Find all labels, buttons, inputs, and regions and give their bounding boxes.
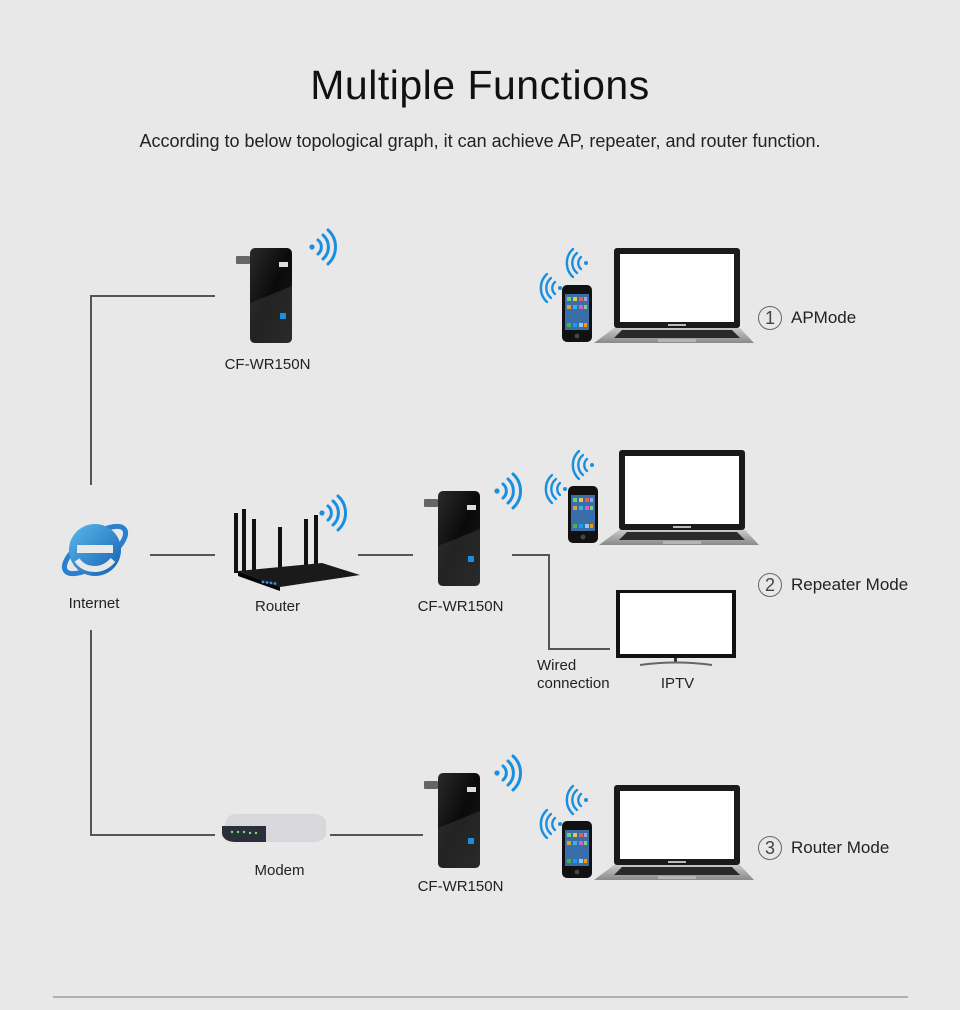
laptop-icon [594, 785, 754, 880]
mode-number-badge: 1 [758, 306, 782, 330]
wifi-repeater-icon [424, 491, 480, 586]
modem-label: Modem [254, 862, 305, 879]
mode-number-badge: 2 [758, 573, 782, 597]
device-ap-label: CF-WR150N [224, 356, 311, 373]
iptv-label: IPTV [660, 675, 695, 692]
wireless-router-icon [234, 509, 360, 591]
connector-repeater-to-iptv-h1 [512, 554, 549, 556]
wifi-signal-icon [317, 494, 348, 532]
laptop-icon [599, 450, 759, 545]
connector-internet-to-router [150, 554, 215, 556]
page-subtitle: According to below topological graph, it… [139, 131, 821, 151]
mode-repeater: 2 Repeater Mode [758, 573, 908, 597]
tv-icon [616, 590, 736, 666]
mode-number-badge: 3 [758, 836, 782, 860]
device-router-label: CF-WR150N [417, 878, 504, 895]
connector-router-to-repeater [358, 554, 413, 556]
wifi-signal-icon [544, 473, 569, 505]
mode-router: 3 Router Mode [758, 836, 889, 860]
device-repeater-label: CF-WR150N [417, 598, 504, 615]
wifi-signal-icon [539, 808, 564, 840]
internet-explorer-icon [61, 523, 129, 577]
connector-internet-to-modem-horizontal [90, 834, 215, 836]
internet-label: Internet [68, 595, 120, 612]
wifi-signal-icon [307, 228, 338, 266]
router-label: Router [254, 598, 301, 615]
wired-label-line2: connection [537, 675, 610, 692]
wifi-signal-icon [492, 754, 523, 792]
mode-ap: 1 APMode [758, 306, 856, 330]
footer-divider [53, 996, 908, 998]
wifi-repeater-icon [424, 773, 480, 868]
connector-internet-to-modem-vertical [90, 630, 92, 835]
modem-icon [222, 814, 326, 842]
wifi-repeater-icon [236, 248, 292, 343]
wired-connection-label: Wired connection [537, 657, 610, 693]
mode-label: Router Mode [791, 838, 890, 857]
wifi-signal-icon [492, 472, 523, 510]
connector-modem-to-device [330, 834, 423, 836]
wired-label-line1: Wired [537, 657, 577, 674]
connector-internet-to-ap-horizontal [90, 295, 215, 297]
connector-internet-to-ap-vertical [90, 295, 92, 485]
page-title: Multiple Functions [310, 62, 650, 108]
connector-repeater-to-iptv-v [548, 554, 550, 649]
wifi-signal-icon [539, 272, 564, 304]
laptop-icon [594, 248, 754, 343]
mode-label: APMode [791, 308, 857, 327]
connector-repeater-to-iptv-h2 [548, 648, 610, 650]
mode-label: Repeater Mode [791, 575, 909, 594]
